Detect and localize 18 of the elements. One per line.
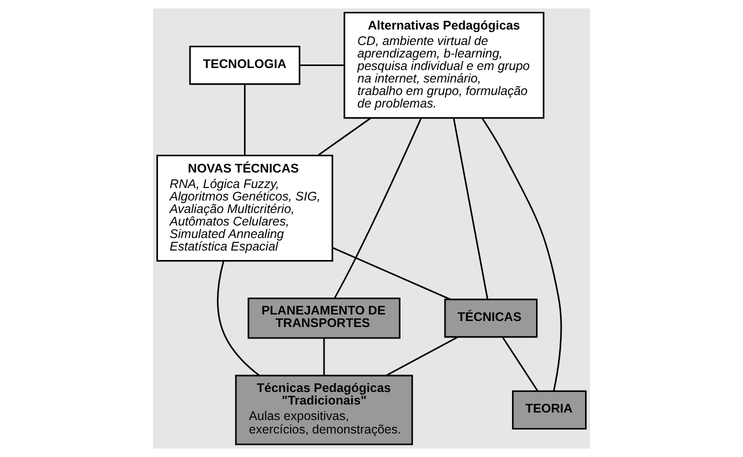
connector	[334, 118, 422, 298]
node-box: Alternativas Pedagógicas CD, ambiente virtual de aprendizagem, b-learning, pesquisa individual e em grupo na internet, seminário, trabalho em grupo, formulação de problemas.	[344, 12, 544, 119]
connector	[318, 117, 372, 156]
connector	[332, 247, 451, 300]
node-box: TÉCNICAS	[444, 298, 538, 338]
connector	[300, 64, 344, 66]
connector	[323, 338, 325, 376]
node-box: NOVAS TÉCNICAS RNA, Lógica Fuzzy, Algoritmos Genéticos, SIG, Avaliação Multicritério, Autômatos Celulares, Simulated Annealing Estatística Espacial	[156, 154, 334, 262]
node-box: TEORIA	[512, 390, 587, 430]
connector	[386, 336, 458, 376]
node-box: PLANEJAMENTO DE TRANSPORTES	[248, 298, 400, 339]
connector	[244, 84, 246, 156]
connector	[502, 336, 538, 392]
connector	[217, 260, 260, 376]
connector	[482, 118, 562, 392]
node-box: TECNOLOGIA	[189, 46, 300, 85]
connector	[452, 118, 488, 300]
node-box: Técnicas Pedagógicas "Tradicionais" Aulas expositivas, exercícios, demonstrações.	[235, 374, 413, 446]
